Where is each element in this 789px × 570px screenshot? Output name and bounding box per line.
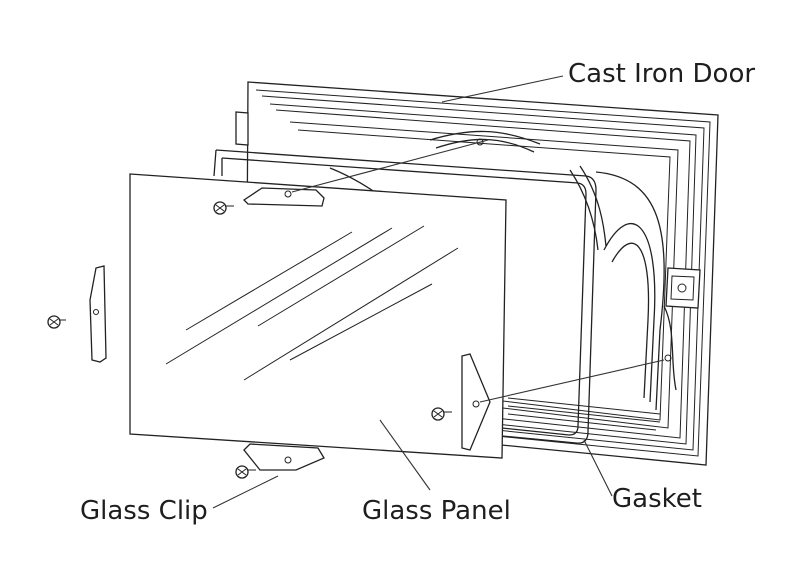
gasket — [213, 149, 597, 444]
label-glass-clip: Glass Clip — [80, 496, 208, 526]
screw-left — [47, 315, 66, 329]
label-gasket: Gasket — [612, 484, 702, 514]
glass-clip-top — [242, 138, 489, 207]
label-cast-iron-door: Cast Iron Door — [568, 59, 755, 89]
glass-clip-bottom — [243, 443, 325, 471]
screw-top — [213, 201, 234, 215]
glass-clip-left — [89, 265, 107, 363]
glass-panel — [129, 173, 507, 459]
screw-bottom — [235, 465, 256, 479]
label-glass-panel: Glass Panel — [362, 496, 511, 526]
leader-cast-iron-door — [441, 75, 564, 103]
leader-gasket — [583, 439, 613, 497]
glass-clip-right — [461, 353, 665, 451]
leader-glass-panel — [379, 419, 431, 491]
leader-glass-clip — [212, 475, 279, 509]
screw-right — [431, 407, 452, 421]
